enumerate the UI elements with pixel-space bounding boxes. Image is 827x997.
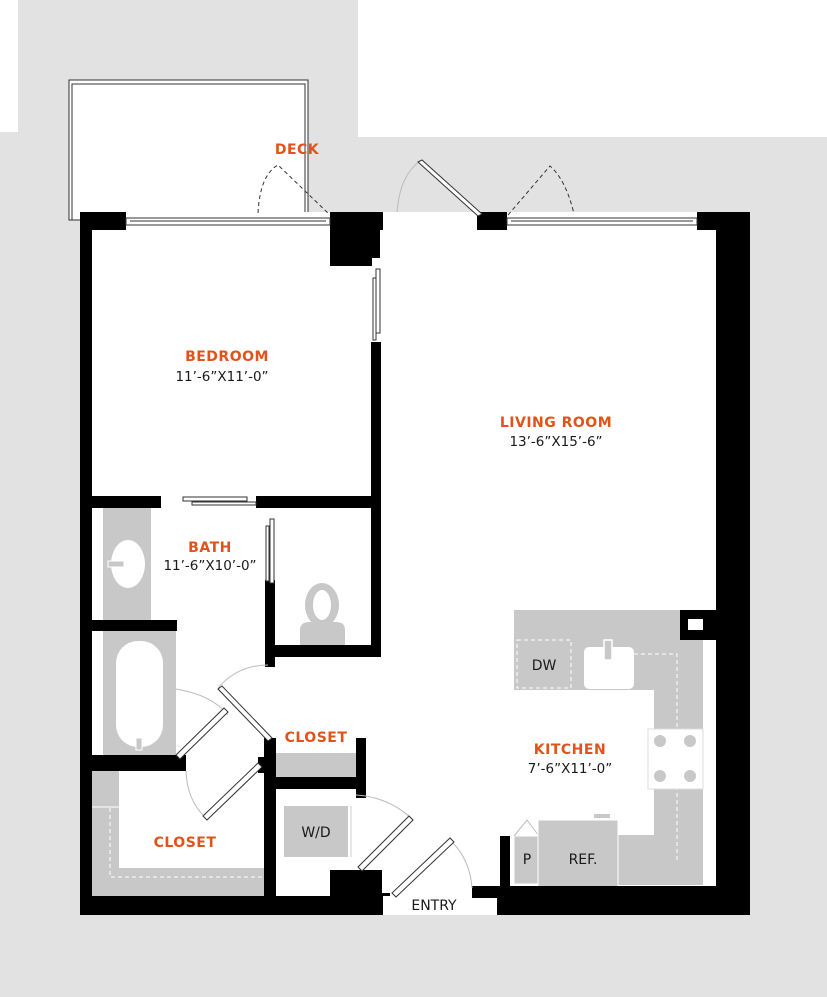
toilet-tank [300,622,345,645]
bath-fixtures [103,507,345,755]
sink-icon [584,647,634,689]
interior-floor [80,212,750,915]
closet-shelving [90,753,357,896]
tub-drain [135,737,143,751]
bedroom-dimensions: 11’-6”X11’-0” [175,369,268,385]
entry-door-leaf [391,837,455,898]
closet-hall-label: CLOSET [285,730,348,746]
sliding-door-bedroom [375,268,381,334]
bath-dimensions: 11’-6”X10’-0” [163,558,256,574]
deck-label: DECK [275,142,320,158]
wall-pier [330,212,383,266]
sliding-door-wc [269,518,275,584]
washer-dryer [284,806,348,857]
dishwasher [516,639,572,689]
burner-icon [684,770,696,782]
deck-door-swing-right [507,165,575,216]
deck-door-swing-left [257,164,331,216]
closet2-door-swing [185,770,206,818]
bath-door-swing [217,664,269,689]
tub-basin [116,641,163,747]
living-room-label: LIVING ROOM [500,415,612,431]
hall-closet-shelf [275,753,357,777]
closet-bedroom-label: CLOSET [154,835,217,851]
sliding-door-bath [182,496,248,502]
faucet-icon [603,639,613,661]
living-door-leaf [417,159,483,217]
bath-label: BATH [188,540,232,556]
toilet-seat [313,590,331,620]
washer-dryer-label: W/D [301,825,330,841]
burner-icon [684,735,696,747]
pantry [513,835,541,885]
entry-label: ENTRY [411,898,457,914]
walls [80,212,750,915]
bedroom-label: BEDROOM [185,349,269,365]
living-door-swing [396,160,421,213]
wall-bottom [80,896,383,915]
refrigerator [537,819,619,897]
deck-floor [68,79,309,221]
wd-door-leaf [357,815,414,872]
closet-door-leaf [175,707,229,760]
bedroom-closet-shelf [90,771,265,896]
windows [125,217,698,584]
refrigerator-label: REF. [569,852,598,868]
living-room-dimensions: 13’-6”X15’-6” [509,434,602,450]
kitchen-counters [513,610,704,897]
bath-sink-icon [111,540,145,588]
bath-door-leaf [217,685,273,742]
fridge-handle [594,814,610,818]
burner-icon [654,735,666,747]
doors [175,159,575,898]
kitchen-label: KITCHEN [534,742,606,758]
bath-faucet-icon [107,560,125,568]
dishwasher-label: DW [532,658,557,674]
kitchen-dimensions: 7’-6”X11’-0” [528,761,613,777]
wall-left [80,212,92,915]
counter-edge-dashed [634,653,678,860]
labels: DECK BEDROOM 11’-6”X11’-0” BATH 11’-6”X1… [154,142,613,914]
entry-door-swing [451,841,473,889]
wd-door-swing [355,794,412,819]
deck-area [68,79,309,221]
burner-icon [654,770,666,782]
pantry-door-swing [513,819,540,837]
closet2-door-leaf [202,762,263,821]
pantry-label: P [523,852,531,868]
